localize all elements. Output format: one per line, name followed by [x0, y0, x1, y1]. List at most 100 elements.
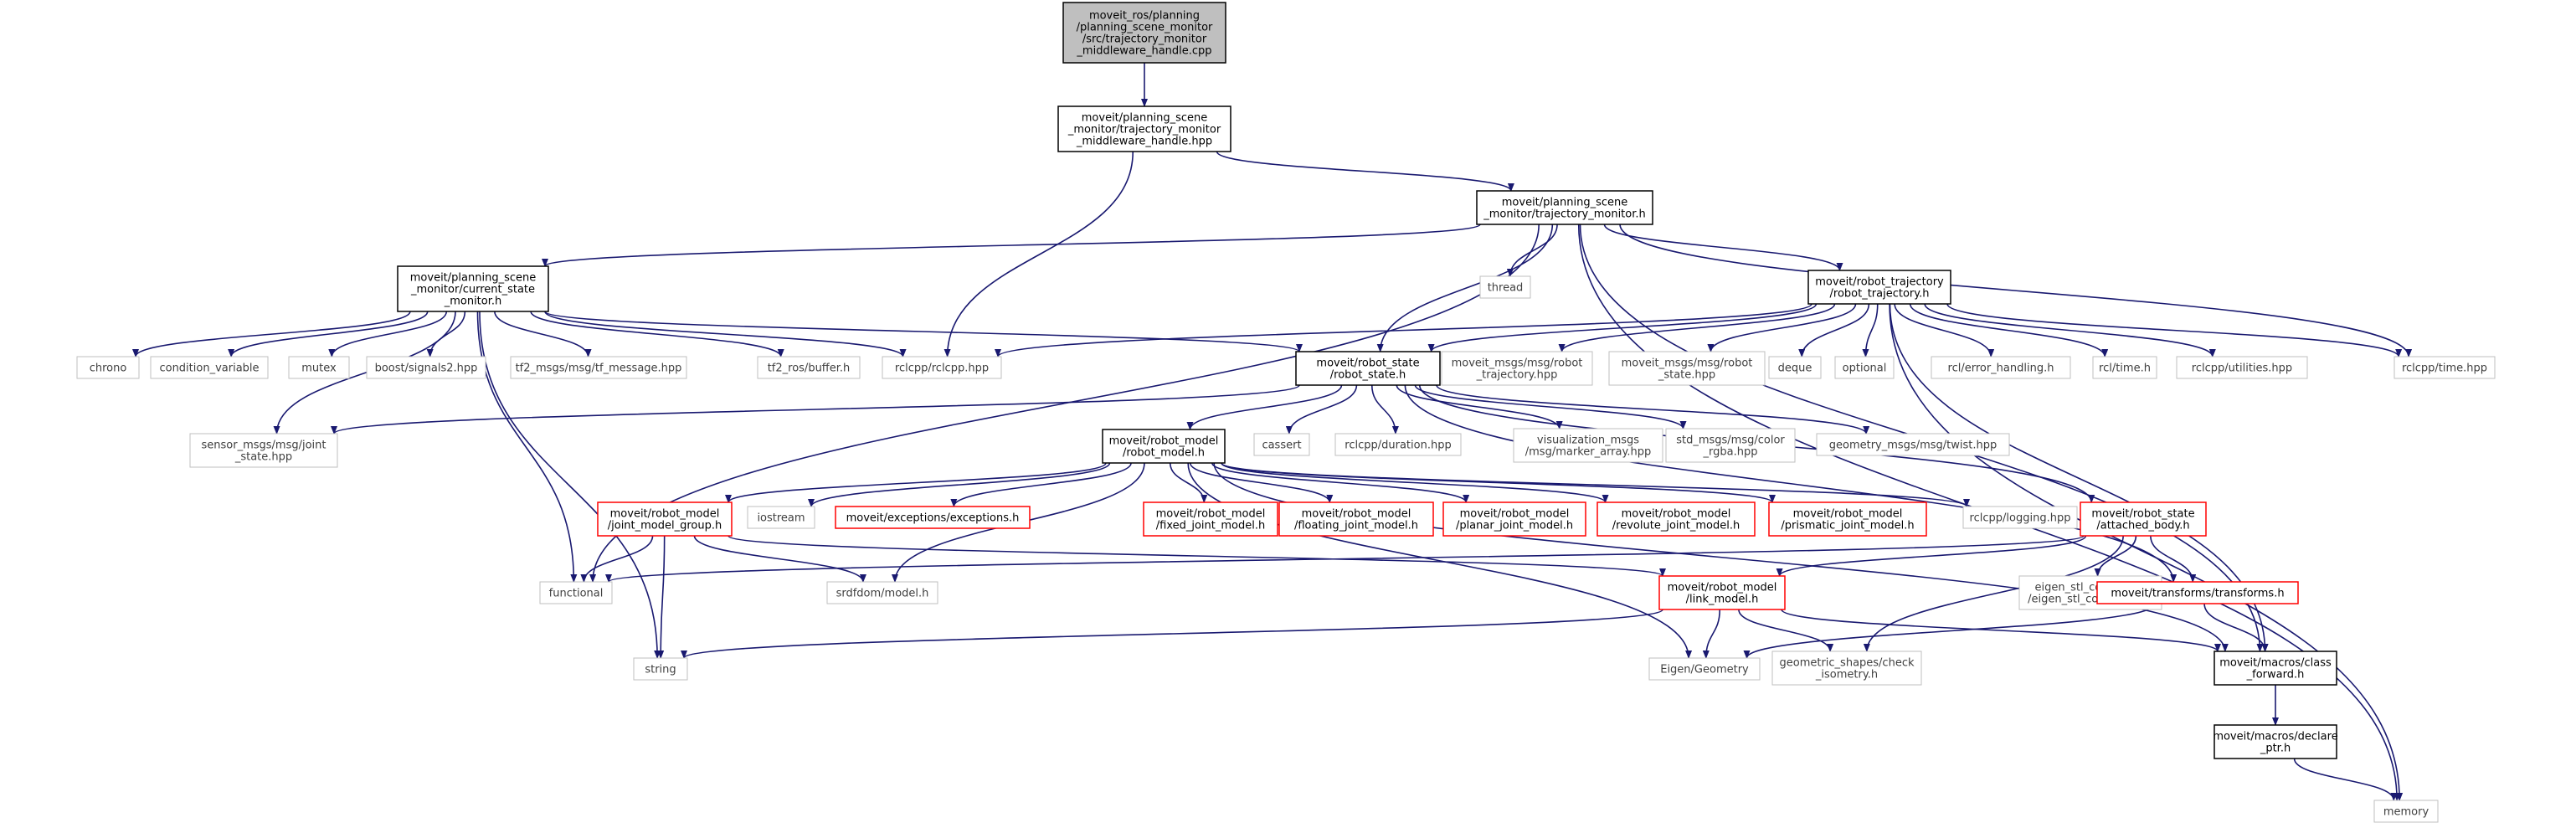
- node-box: [150, 356, 269, 379]
- edge-n5-to-n13: [1427, 303, 1818, 352]
- node-label-line: /attached_body.h: [2096, 520, 2189, 532]
- node-label-line: moveit/robot_model: [1109, 435, 1219, 448]
- node-box: [1102, 429, 1226, 464]
- node-moveit-robot-model-link-model-h[interactable]: moveit/robot_model/link_model.h: [1658, 575, 1786, 610]
- node-box: [1658, 575, 1786, 610]
- edge-n13-to-n25: [1370, 384, 1399, 435]
- node-label-line: rclcpp/logging.hpp: [1970, 512, 2071, 525]
- edge-n41-to-n47: [1781, 609, 2221, 652]
- node-label-line: moveit/robot_state: [1316, 357, 1419, 370]
- edge-n38-to-n41: [1776, 535, 2087, 577]
- edge-n5-to-n19: [1909, 303, 2109, 357]
- node-moveit-transforms-transforms-h[interactable]: moveit/transforms/transforms.h: [2096, 581, 2299, 604]
- node-mutex: mutex: [288, 356, 350, 379]
- node-moveit-robot-state-robot-state-h[interactable]: moveit/robot_state/robot_state.h: [1295, 351, 1441, 386]
- node-moveit-macros-declare-ptr-h[interactable]: moveit/macros/declare_ptr.h: [2213, 724, 2338, 759]
- node-srdfdom-model-h: srdfdom/model.h: [826, 581, 938, 604]
- node-std-msgs-msg-color-rgba-hpp: std_msgs/msg/color_rgba.hpp: [1665, 428, 1796, 463]
- edge-n2-to-n3: [542, 224, 1481, 267]
- node-label-line: geometry_msgs/msg/twist.hpp: [1829, 440, 1998, 452]
- node-label-line: /msg/marker_array.hpp: [1525, 446, 1651, 459]
- edge-n3-to-n39: [476, 311, 578, 583]
- node-box: [2080, 501, 2207, 537]
- node-label-line: moveit/planning_scene: [1502, 197, 1627, 209]
- node-moveit-robot-model-fixed-joint-model-h[interactable]: moveit/robot_model/fixed_joint_model.h: [1143, 501, 1278, 537]
- node-label-line: moveit/transforms/transforms.h: [2111, 588, 2284, 600]
- node-box: [2393, 356, 2496, 379]
- node-moveit-robot-model-floating-joint-model-h[interactable]: moveit/robot_model/floating_joint_model.…: [1278, 501, 1434, 537]
- node-moveit-robot-trajectory-robot-trajectory-h[interactable]: moveit/robot_trajectory/robot_trajectory…: [1807, 270, 1951, 305]
- edge-n23-to-n35: [1221, 462, 1609, 503]
- edge-n13-to-n23: [1186, 384, 1343, 430]
- node-box: [1834, 356, 1895, 379]
- edge-n23-to-n32: [1169, 462, 1208, 503]
- edge-n5-to-n12: [995, 303, 1812, 357]
- edge-n1-to-n12: [944, 151, 1134, 357]
- node-label-line: tf2_ros/buffer.h: [768, 363, 851, 375]
- node-box: [835, 506, 1031, 529]
- node-label-line: moveit_ros/planning: [1089, 10, 1200, 23]
- node-box: [1807, 270, 1951, 305]
- node-label-line: /fixed_joint_model.h: [1156, 520, 1265, 532]
- node-label-line: moveit/macros/class: [2219, 657, 2332, 670]
- edge-n29-to-n39: [580, 535, 654, 583]
- node-label-line: _forward.h: [2246, 669, 2305, 681]
- node-box: [1479, 275, 1531, 299]
- node-box: [2214, 724, 2337, 759]
- node-box: [1665, 428, 1796, 463]
- edge-n38-to-n43: [2150, 535, 2197, 583]
- edge-n5-to-n17: [1862, 303, 1879, 357]
- node-memory: memory: [2373, 800, 2439, 823]
- node-label-line: /planning_scene_monitor: [1077, 22, 1213, 34]
- node-label-line: moveit/planning_scene: [1082, 112, 1207, 125]
- node-label-line: moveit/robot_model: [1156, 508, 1266, 521]
- node-moveit-planning-scene-monitor-trajectory-monitor-middleware-handle-hpp[interactable]: moveit/planning_scene_monitor/trajectory…: [1057, 105, 1231, 152]
- node-label-line: _isometry.h: [1815, 669, 1878, 681]
- node-label-line: moveit/robot_model: [1622, 508, 1731, 521]
- node-visualization-msgs-msg-marker-array-hpp: visualization_msgs/msg/marker_array.hpp: [1513, 428, 1663, 463]
- node-moveit-planning-scene-monitor-current-state-monitor-h[interactable]: moveit/planning_scene_monitor/current_st…: [397, 265, 549, 312]
- edge-n3-to-n6: [132, 311, 411, 357]
- edge-n38-to-n46: [1863, 535, 2124, 652]
- node-label-line: srdfdom/model.h: [836, 588, 929, 600]
- node-label-line: tf2_msgs/msg/tf_message.hpp: [516, 363, 682, 375]
- edge-n5-to-n18: [1894, 303, 1995, 357]
- edge-n23-to-n31: [950, 462, 1132, 507]
- edge-n1-to-n2: [1216, 151, 1514, 192]
- node-moveit-robot-model-revolute-joint-model-h[interactable]: moveit/robot_model/revolute_joint_model.…: [1597, 501, 1756, 537]
- node-moveit-planning-scene-monitor-trajectory-monitor-h[interactable]: moveit/planning_scene_monitor/trajectory…: [1476, 190, 1653, 225]
- node-box: [510, 356, 687, 379]
- node-label-line: chrono: [90, 363, 127, 375]
- node-moveit-robot-model-planar-joint-model-h[interactable]: moveit/robot_model/planar_joint_model.h: [1442, 501, 1586, 537]
- edge-n23-to-n45: [1187, 462, 1693, 659]
- node-label-line: _monitor/trajectory_monitor.h: [1483, 208, 1646, 221]
- node-moveit-robot-model-prismatic-joint-model-h[interactable]: moveit/robot_model/prismatic_joint_model…: [1768, 501, 1927, 537]
- node-box: [633, 657, 688, 681]
- node-box: [1057, 105, 1231, 152]
- node-box: [366, 356, 486, 379]
- node-label-line: _ptr.h: [2260, 743, 2291, 755]
- node-label-line: deque: [1778, 363, 1812, 375]
- node-moveit-exceptions-exceptions-h[interactable]: moveit/exceptions/exceptions.h: [835, 506, 1031, 529]
- node-moveit-macros-class-forward-h[interactable]: moveit/macros/class_forward.h: [2214, 651, 2337, 686]
- node-box: [1816, 433, 2010, 456]
- edge-n3-to-n22: [273, 311, 456, 435]
- node-label-line: moveit/robot_model: [1668, 582, 1777, 594]
- node-box: [597, 501, 733, 537]
- node-label-line: cassert: [1262, 440, 1301, 452]
- edge-n2-to-n21: [1619, 224, 2412, 357]
- node-moveit-robot-state-attached-body-h[interactable]: moveit/robot_state/attached_body.h: [2080, 501, 2207, 537]
- node-label-line: std_msgs/msg/color: [1676, 435, 1785, 447]
- edge-n13-to-n28: [1436, 384, 1870, 435]
- node-tf2-msgs-msg-tf-message-hpp: tf2_msgs/msg/tf_message.hpp: [510, 356, 687, 379]
- node-moveit-ros-planning-planning-scene-monitor-src-trajectory-monitor-middleware-handle-cpp[interactable]: moveit_ros/planning/planning_scene_monit…: [1062, 2, 1226, 64]
- node-label-line: Eigen/Geometry: [1660, 664, 1749, 676]
- node-label-line: rcl/time.h: [2099, 363, 2151, 375]
- node-label-line: _state.hpp: [234, 451, 292, 464]
- node-label-line: rcl/error_handling.h: [1948, 363, 2054, 375]
- node-moveit-robot-model-joint-model-group-h[interactable]: moveit/robot_model/joint_model_group.h: [597, 501, 733, 537]
- edge-n3-to-n8: [328, 311, 448, 357]
- node-moveit-robot-model-robot-model-h[interactable]: moveit/robot_model/robot_model.h: [1102, 429, 1226, 464]
- edge-n5-to-n14: [1558, 303, 1836, 352]
